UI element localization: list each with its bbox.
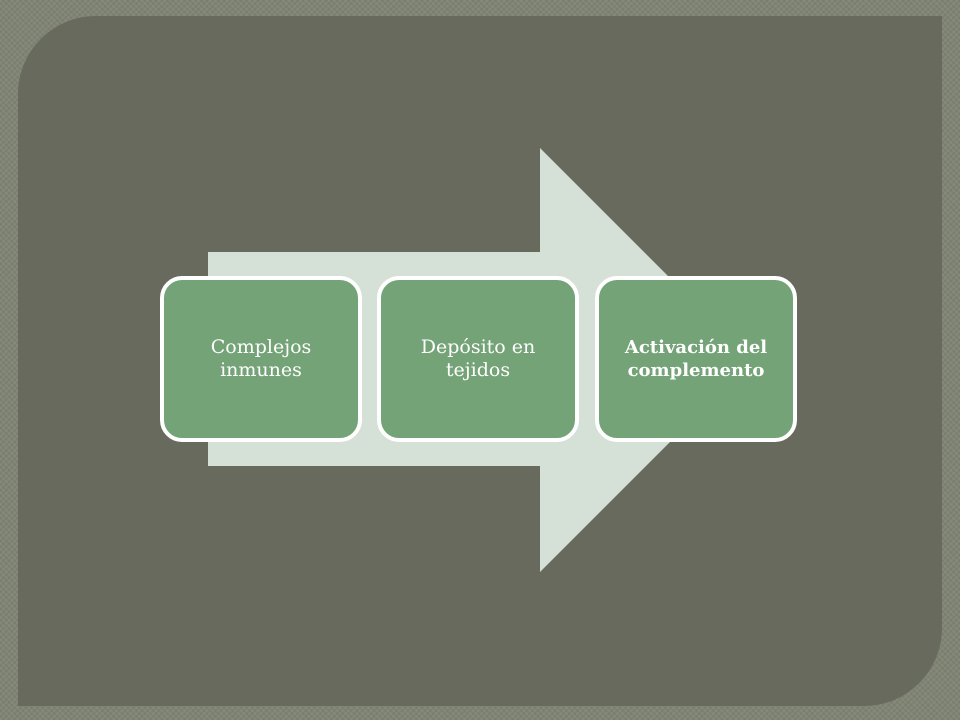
step-box-complejos-inmunes: Complejos inmunes (160, 276, 362, 442)
step-box-deposito-en-tejidos: Depósito en tejidos (377, 276, 579, 442)
step-box-activacion-del-complemento: Activación del complemento (595, 276, 797, 442)
step-label: Depósito en tejidos (420, 336, 536, 381)
step-label: Complejos inmunes (210, 336, 312, 381)
step-label: Activación del complemento (624, 337, 768, 381)
